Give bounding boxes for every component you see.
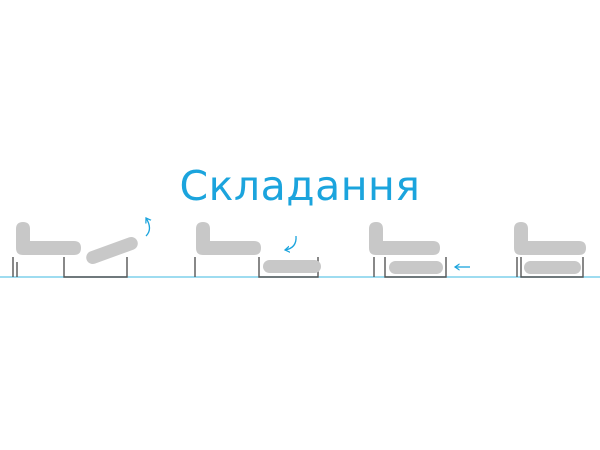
sofa-seat-cushion	[389, 261, 443, 274]
sofa-back-cushion	[16, 222, 81, 255]
sofa-back-cushion	[196, 222, 261, 255]
step-3-push-in	[369, 222, 470, 278]
step-1-lift-seat	[12, 218, 150, 278]
curved-up-arrow	[146, 218, 150, 237]
curved-down-arrow	[285, 235, 297, 250]
sofa-seat-cushion	[524, 261, 581, 274]
sofa-back-cushion	[369, 222, 440, 255]
sofa-frame	[384, 257, 447, 278]
sofa-back-cushion	[514, 222, 586, 255]
sofa-seat-cushion	[263, 260, 321, 273]
sofa-frame	[520, 257, 584, 278]
step-2-lower-seat	[194, 222, 321, 278]
sofa-seat-cushion	[86, 236, 138, 265]
step-4-folded	[514, 222, 586, 278]
sofa-frame	[63, 257, 128, 278]
page-title: Складання	[179, 162, 421, 210]
